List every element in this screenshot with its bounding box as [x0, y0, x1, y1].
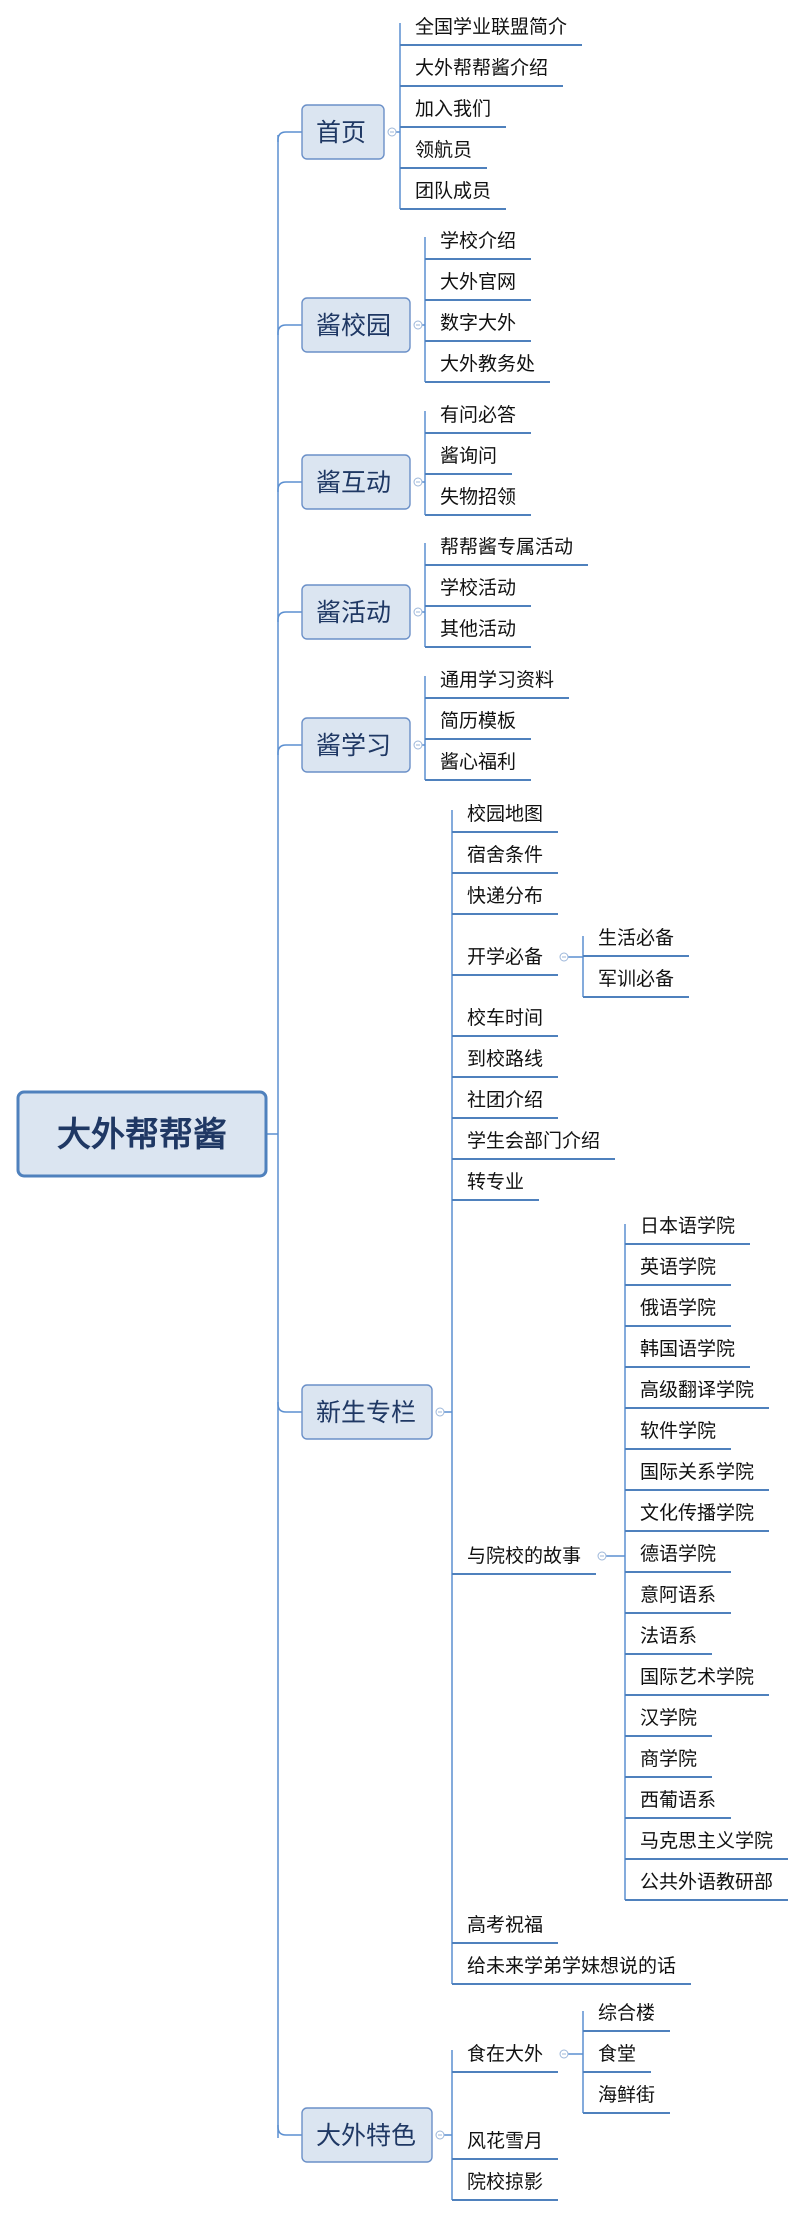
leaf-node-5-8[interactable]: 转专业 — [467, 1171, 524, 1193]
leaf-node-sub-9-5[interactable]: 软件学院 — [640, 1420, 716, 1442]
leaf-node-0-3[interactable]: 领航员 — [415, 139, 472, 161]
leaf-node-sub-6-1[interactable]: 食堂 — [598, 2043, 636, 2065]
branch-node-5[interactable]: 酱学习 — [301, 717, 411, 773]
branch-label: 酱互动 — [316, 468, 391, 497]
leaf-node-sub-9-2[interactable]: 俄语学院 — [640, 1297, 716, 1319]
leaf-node-5-10[interactable]: 高考祝福 — [467, 1914, 543, 1936]
leaf-node-sub-9-9[interactable]: 意阿语系 — [640, 1584, 716, 1606]
leaf-node-sub-9-11[interactable]: 国际艺术学院 — [640, 1666, 754, 1688]
leaf-node-sub-3-0[interactable]: 生活必备 — [598, 927, 674, 949]
leaf-node-sub-6-2[interactable]: 海鲜街 — [598, 2084, 655, 2106]
leaf-node-sub-9-13[interactable]: 商学院 — [640, 1748, 697, 1770]
branch-label: 首页 — [316, 118, 366, 147]
branch-label: 酱校园 — [316, 311, 391, 340]
leaf-node-3-0[interactable]: 帮帮酱专属活动 — [440, 536, 573, 558]
leaf-node-sub-9-8[interactable]: 德语学院 — [640, 1543, 716, 1565]
branch-node-1[interactable]: 首页 — [301, 104, 385, 160]
leaf-node-5-2[interactable]: 快递分布 — [467, 885, 543, 907]
leaf-node-sub-3-1[interactable]: 军训必备 — [598, 968, 674, 990]
leaf-node-0-1[interactable]: 大外帮帮酱介绍 — [415, 57, 548, 79]
collapse-toggle-icon[interactable] — [387, 127, 397, 137]
collapse-toggle-icon[interactable] — [413, 740, 423, 750]
leaf-node-sub-9-0[interactable]: 日本语学院 — [640, 1215, 735, 1237]
leaf-node-5-5[interactable]: 到校路线 — [467, 1048, 543, 1070]
branch-label: 大外特色 — [316, 2121, 416, 2150]
leaf-node-2-0[interactable]: 有问必答 — [440, 404, 516, 426]
collapse-toggle-icon[interactable] — [435, 1407, 445, 1417]
leaf-node-2-1[interactable]: 酱询问 — [440, 445, 497, 467]
leaf-node-5-11[interactable]: 给未来学弟学妹想说的话 — [467, 1955, 676, 1977]
leaf-node-sub-9-1[interactable]: 英语学院 — [640, 1256, 716, 1278]
collapse-toggle-icon[interactable] — [559, 952, 569, 962]
leaf-node-2-2[interactable]: 失物招领 — [440, 486, 516, 508]
leaf-node-5-0[interactable]: 校园地图 — [467, 803, 543, 825]
leaf-node-5-1[interactable]: 宿舍条件 — [467, 844, 543, 866]
leaf-node-0-2[interactable]: 加入我们 — [415, 98, 491, 120]
leaf-node-3-1[interactable]: 学校活动 — [440, 577, 516, 599]
branch-label: 酱学习 — [316, 731, 391, 760]
leaf-node-sub-9-10[interactable]: 法语系 — [640, 1625, 697, 1647]
leaf-node-4-2[interactable]: 酱心福利 — [440, 751, 516, 773]
collapse-toggle-icon[interactable] — [413, 477, 423, 487]
leaf-node-5-3[interactable]: 开学必备 — [467, 946, 543, 968]
connector-lines — [266, 23, 626, 2200]
leaf-node-5-7[interactable]: 学生会部门介绍 — [467, 1130, 600, 1152]
collapse-toggle-icon[interactable] — [559, 2049, 569, 2059]
collapse-toggle-icon[interactable] — [435, 2130, 445, 2140]
collapse-toggle-icon[interactable] — [413, 607, 423, 617]
branch-node-2[interactable]: 酱校园 — [301, 297, 411, 353]
leaf-node-0-0[interactable]: 全国学业联盟简介 — [415, 16, 567, 38]
branch-node-6[interactable]: 新生专栏 — [301, 1384, 433, 1440]
leaf-node-6-0[interactable]: 食在大外 — [467, 2043, 543, 2065]
leaf-node-sub-9-16[interactable]: 公共外语教研部 — [640, 1871, 773, 1893]
leaf-node-sub-9-12[interactable]: 汉学院 — [640, 1707, 697, 1729]
leaf-node-4-0[interactable]: 通用学习资料 — [440, 669, 554, 691]
leaf-node-sub-6-0[interactable]: 综合楼 — [598, 2002, 655, 2024]
leaf-node-5-9[interactable]: 与院校的故事 — [467, 1545, 581, 1567]
leaf-node-0-4[interactable]: 团队成员 — [415, 180, 491, 202]
leaf-node-5-4[interactable]: 校车时间 — [467, 1007, 543, 1029]
branch-node-7[interactable]: 大外特色 — [301, 2107, 433, 2163]
leaf-node-1-0[interactable]: 学校介绍 — [440, 230, 516, 252]
root-node[interactable]: 大外帮帮酱 — [16, 1090, 268, 1178]
collapse-toggle-icon[interactable] — [413, 320, 423, 330]
branch-node-4[interactable]: 酱活动 — [301, 584, 411, 640]
leaf-node-1-1[interactable]: 大外官网 — [440, 271, 516, 293]
leaf-node-6-2[interactable]: 院校掠影 — [467, 2171, 543, 2193]
branch-node-3[interactable]: 酱互动 — [301, 454, 411, 510]
leaf-node-1-2[interactable]: 数字大外 — [440, 312, 516, 334]
branch-label: 酱活动 — [316, 598, 391, 627]
leaf-node-sub-9-6[interactable]: 国际关系学院 — [640, 1461, 754, 1483]
leaf-node-sub-9-14[interactable]: 西葡语系 — [640, 1789, 716, 1811]
leaf-node-sub-9-7[interactable]: 文化传播学院 — [640, 1502, 754, 1524]
leaf-node-sub-9-15[interactable]: 马克思主义学院 — [640, 1830, 773, 1852]
leaf-node-4-1[interactable]: 简历模板 — [440, 710, 516, 732]
leaf-node-5-6[interactable]: 社团介绍 — [467, 1089, 543, 1111]
leaf-node-6-1[interactable]: 风花雪月 — [467, 2130, 543, 2152]
leaf-node-sub-9-3[interactable]: 韩国语学院 — [640, 1338, 735, 1360]
leaf-node-1-3[interactable]: 大外教务处 — [440, 353, 535, 375]
leaf-node-3-2[interactable]: 其他活动 — [440, 618, 516, 640]
collapse-toggle-icon[interactable] — [597, 1551, 607, 1561]
branch-label: 新生专栏 — [316, 1398, 416, 1427]
root-title: 大外帮帮酱 — [57, 1115, 227, 1155]
leaf-node-sub-9-4[interactable]: 高级翻译学院 — [640, 1379, 754, 1401]
